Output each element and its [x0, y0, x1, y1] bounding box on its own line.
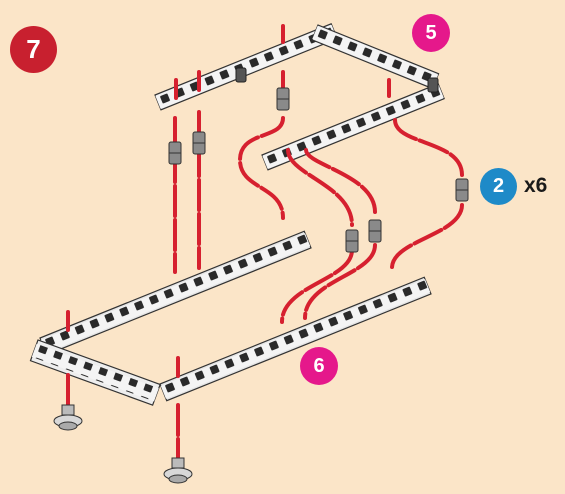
part-label-6: 6 — [300, 347, 338, 385]
connector-peg-icon — [346, 230, 358, 252]
part-label-2: 2 — [480, 168, 517, 205]
step-number-badge: 7 — [10, 26, 57, 73]
connector-peg-icon — [369, 220, 381, 242]
connector-peg-icon — [277, 88, 289, 110]
part-label-5: 5 — [412, 14, 450, 52]
connector-peg-icon — [456, 179, 468, 201]
connector-peg-icon — [193, 132, 205, 154]
foot-stand-icon — [54, 405, 82, 430]
part-quantity-label: x6 — [524, 174, 547, 198]
connector-peg-icon — [169, 142, 181, 164]
foot-stand-icon — [164, 458, 192, 483]
